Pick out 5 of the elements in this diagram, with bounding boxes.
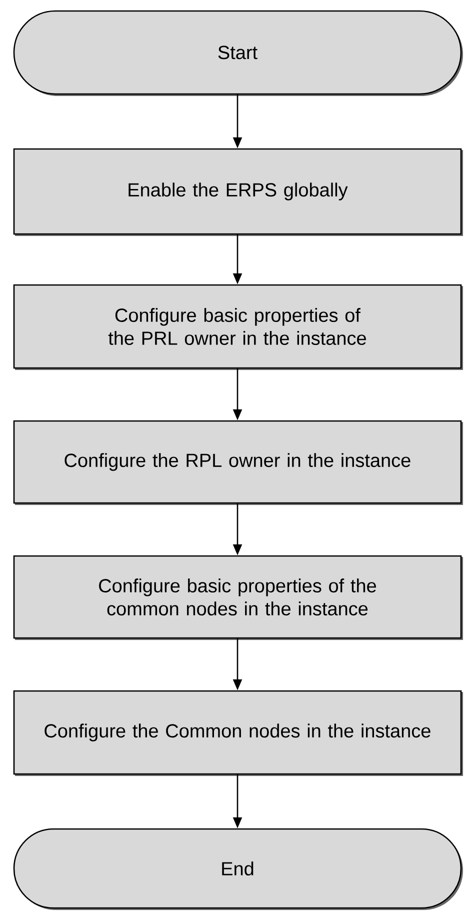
process-box: Configure basic properties of the common nodes in the instance <box>13 555 463 640</box>
process-box: Enable the ERPS globally <box>13 148 463 236</box>
process-box: Configure basic properties of the PRL owner in the instance <box>13 284 463 370</box>
process-box: Configure the Common nodes in the instance <box>13 690 463 776</box>
process-box: Configure the RPL owner in the instance <box>13 420 463 505</box>
